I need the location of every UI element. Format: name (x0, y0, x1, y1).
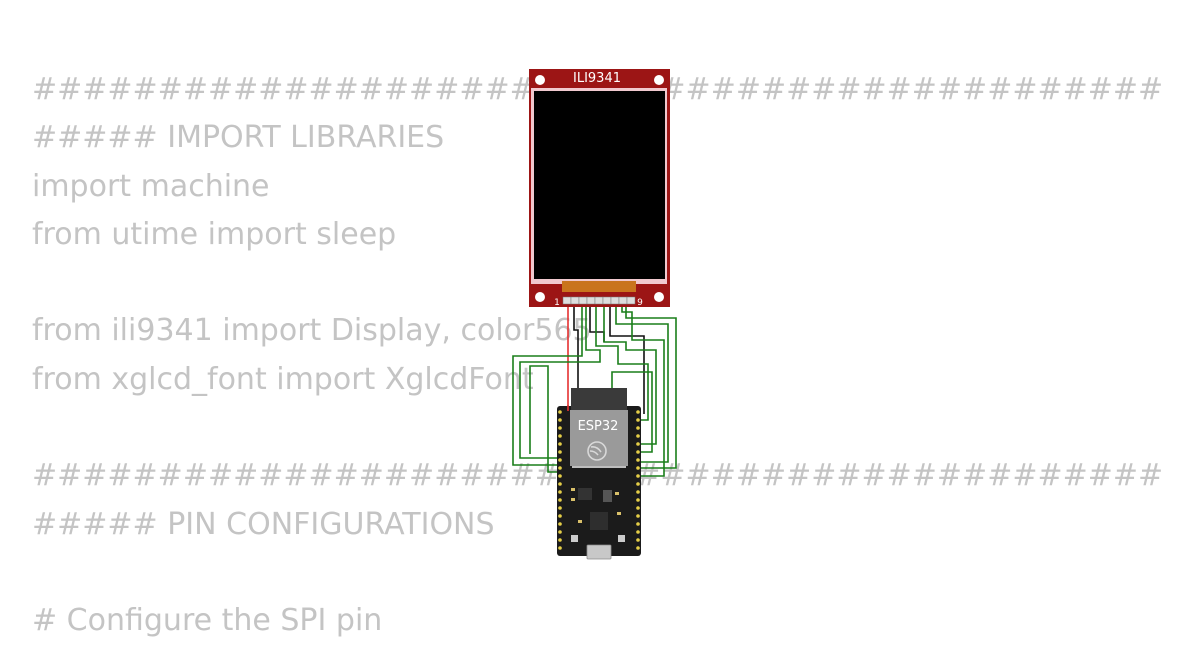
header-pin[interactable] (558, 498, 562, 502)
espressif-logo-icon (587, 441, 607, 461)
header-pin[interactable] (562, 296, 572, 305)
header-pin[interactable] (578, 296, 588, 305)
status-led (571, 498, 575, 501)
wire-green[interactable] (512, 300, 583, 466)
code-line: from utime import sleep (32, 216, 397, 252)
header-pin[interactable] (626, 296, 636, 305)
smd-component (617, 512, 621, 515)
wire-black[interactable] (573, 300, 579, 412)
circuit-diagram: ILI9341 1 9 ESP32 (512, 69, 677, 560)
pin-header-right (636, 410, 640, 550)
header-pin[interactable] (636, 474, 640, 478)
header-pin[interactable] (636, 530, 640, 534)
pin-header-left (558, 410, 562, 550)
usb-uart-chip (590, 512, 608, 530)
smd-component (615, 492, 619, 495)
header-pin[interactable] (636, 450, 640, 454)
antenna-area (571, 388, 627, 414)
header-pin[interactable] (610, 296, 620, 305)
header-pin[interactable] (636, 522, 640, 526)
wire-green[interactable] (519, 300, 601, 459)
header-pin[interactable] (558, 434, 562, 438)
esp32-module (570, 410, 628, 466)
mounting-hole (535, 292, 545, 302)
wire-green[interactable] (621, 300, 665, 477)
header-pin[interactable] (618, 296, 628, 305)
code-line: ##### PIN CONFIGURATIONS (32, 506, 495, 542)
header-pin[interactable] (558, 482, 562, 486)
header-pin[interactable] (636, 458, 640, 462)
header-pin[interactable] (636, 538, 640, 542)
code-line: from ili9341 import Display, color565 (32, 313, 592, 349)
code-line: import machine (32, 168, 270, 204)
wire-black[interactable] (609, 300, 645, 414)
smd-component (578, 520, 582, 523)
code-background: ########################################… (32, 66, 1163, 646)
status-led (571, 488, 575, 491)
header-pin[interactable] (558, 538, 562, 542)
header-pin[interactable] (636, 434, 640, 438)
header-pin[interactable] (636, 418, 640, 422)
usb-connector[interactable] (586, 544, 612, 560)
esp32-board[interactable]: ESP32 (557, 388, 641, 560)
header-pin[interactable] (636, 514, 640, 518)
module-castellations (572, 466, 626, 468)
header-pin[interactable] (636, 498, 640, 502)
header-pin[interactable] (636, 482, 640, 486)
ili9341-display[interactable]: ILI9341 1 9 (529, 69, 670, 308)
header-pin[interactable] (636, 426, 640, 430)
header-pin[interactable] (636, 466, 640, 470)
header-pin[interactable] (558, 530, 562, 534)
header-pin[interactable] (558, 506, 562, 510)
code-line: ##### IMPORT LIBRARIES (32, 120, 445, 156)
header-pin[interactable] (558, 442, 562, 446)
wire-green[interactable] (529, 365, 560, 473)
header-pin[interactable] (558, 426, 562, 430)
voltage-regulator (578, 488, 592, 500)
display-label: ILI9341 (573, 71, 621, 86)
wires (512, 300, 677, 477)
header-pin[interactable] (636, 490, 640, 494)
reset-button[interactable] (618, 535, 625, 542)
header-pin[interactable] (636, 546, 640, 550)
header-pin[interactable] (558, 490, 562, 494)
header-pin[interactable] (558, 466, 562, 470)
esp32-label: ESP32 (578, 419, 619, 434)
header-pin[interactable] (558, 474, 562, 478)
header-pin[interactable] (636, 442, 640, 446)
mounting-hole (654, 292, 664, 302)
header-pin[interactable] (594, 296, 604, 305)
smd-component (603, 490, 612, 502)
header-pin[interactable] (558, 546, 562, 550)
pin-last-label: 9 (637, 298, 643, 308)
flex-connector (562, 281, 636, 292)
header-pin[interactable] (558, 458, 562, 462)
mounting-hole (654, 75, 664, 85)
boot-button[interactable] (571, 535, 578, 542)
header-pin[interactable] (558, 418, 562, 422)
code-line: from xglcd_font import XglcdFont (32, 361, 534, 397)
pin-first-label: 1 (554, 298, 560, 308)
header-pin[interactable] (602, 296, 612, 305)
header-pins (562, 296, 636, 305)
header-pin[interactable] (570, 296, 580, 305)
wire-green[interactable] (615, 300, 669, 463)
header-pin[interactable] (558, 514, 562, 518)
wire-green[interactable] (603, 300, 657, 445)
header-pin[interactable] (636, 506, 640, 510)
header-pin[interactable] (558, 522, 562, 526)
header-pin[interactable] (558, 450, 562, 454)
wire-green[interactable] (595, 300, 649, 421)
header-pin[interactable] (558, 410, 562, 414)
wire-green[interactable] (611, 371, 653, 453)
header-pin[interactable] (586, 296, 596, 305)
header-pin[interactable] (636, 410, 640, 414)
display-screen (534, 91, 665, 279)
mounting-hole (535, 75, 545, 85)
